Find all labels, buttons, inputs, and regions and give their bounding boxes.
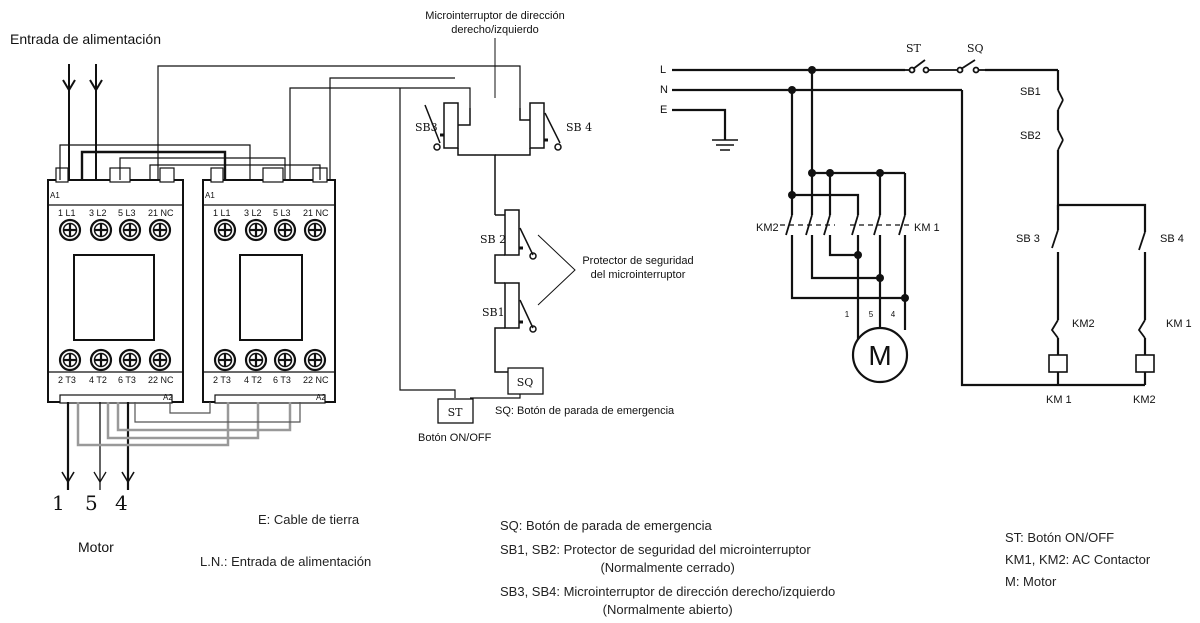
svg-text:3 L2: 3 L2 xyxy=(244,208,262,218)
svg-text:N: N xyxy=(660,84,668,96)
svg-text:2 T3: 2 T3 xyxy=(213,375,231,385)
power-input-label: Entrada de alimentación xyxy=(10,31,161,47)
motor-symbol xyxy=(851,326,909,384)
sb2-label: SB 2 xyxy=(480,233,506,246)
coils xyxy=(1048,354,1155,373)
svg-text:SB 4: SB 4 xyxy=(1160,233,1184,245)
schematic-switch-contacts xyxy=(905,59,1146,339)
svg-text:KM2: KM2 xyxy=(756,222,779,234)
svg-text:SB1: SB1 xyxy=(1020,86,1041,98)
svg-text:22 NC: 22 NC xyxy=(303,375,329,385)
sq-st-wire xyxy=(470,394,521,399)
svg-text:del microinterruptor: del microinterruptor xyxy=(591,269,686,281)
svg-text:A1: A1 xyxy=(50,191,60,200)
svg-text:derecho/izquierdo: derecho/izquierdo xyxy=(451,24,538,36)
motor-m-label: M xyxy=(868,340,891,371)
sb1-switch xyxy=(494,282,537,373)
sb3-switch xyxy=(424,102,496,195)
st-caption: Botón ON/OFF xyxy=(418,432,492,444)
legend-m: M: Motor xyxy=(1005,574,1057,589)
legend-ln: L.N.: Entrada de alimentación xyxy=(200,553,371,571)
svg-text:6 T3: 6 T3 xyxy=(118,375,136,385)
svg-text:KM 1: KM 1 xyxy=(914,222,940,234)
legend-sb34: SB3, SB4: Microinterruptor de dirección … xyxy=(500,584,836,599)
legend-sb34-sub: (Normalmente abierto) xyxy=(602,602,733,617)
svg-text:A1: A1 xyxy=(205,191,215,200)
sb3-label: SB3 xyxy=(415,121,438,134)
svg-text:5 L3: 5 L3 xyxy=(273,208,291,218)
svg-text:1: 1 xyxy=(845,310,850,319)
power-input-wires xyxy=(62,64,103,195)
svg-text:4 T2: 4 T2 xyxy=(244,375,262,385)
svg-text:ST: ST xyxy=(906,42,922,55)
svg-text:A2: A2 xyxy=(316,393,326,402)
legend-middle: SQ: Botón de parada de emergencia SB1, S… xyxy=(500,517,835,619)
svg-text:SQ: SQ xyxy=(967,42,984,55)
sb1-label: SB1 xyxy=(482,306,505,319)
contactor-top-crosswires xyxy=(59,65,521,398)
svg-text:21 NC: 21 NC xyxy=(303,208,329,218)
contactor-2-top-labels: 1 L1 3 L2 5 L3 21 NC 2 T3 4 T2 6 T3 22 N… xyxy=(205,191,329,402)
sq-box-label: SQ xyxy=(517,376,534,389)
svg-text:22 NC: 22 NC xyxy=(148,375,174,385)
svg-text:Microinterruptor de dirección: Microinterruptor de dirección xyxy=(425,10,564,22)
direction-microswitch-title: Microinterruptor de dirección derecho/iz… xyxy=(425,10,564,36)
schematic-component-labels: ST SQ SB1 SB2 SB 3 SB 4 KM2 KM 1 KM2 KM … xyxy=(756,42,1192,406)
svg-text:E: E xyxy=(660,104,667,116)
svg-text:21 NC: 21 NC xyxy=(148,208,174,218)
svg-text:4 T2: 4 T2 xyxy=(89,375,107,385)
legend-left: E: Cable de tierra xyxy=(258,511,359,529)
svg-text:1: 1 xyxy=(52,491,65,515)
svg-text:Protector de seguridad: Protector de seguridad xyxy=(582,255,693,267)
svg-text:3 L2: 3 L2 xyxy=(89,208,107,218)
svg-text:4: 4 xyxy=(891,310,896,319)
svg-text:A2: A2 xyxy=(163,393,173,402)
legend-sb12-sub: (Normalmente cerrado) xyxy=(600,560,735,575)
svg-text:5: 5 xyxy=(869,310,874,319)
st-box-label: ST xyxy=(448,406,464,419)
motor-output-wires xyxy=(61,402,301,490)
svg-text:6 T3: 6 T3 xyxy=(273,375,291,385)
svg-text:KM2: KM2 xyxy=(1072,318,1095,330)
contactor-1-top-labels: 1 L1 3 L2 5 L3 21 NC 2 T3 4 T2 6 T3 22 N… xyxy=(50,191,174,402)
svg-text:SB 3: SB 3 xyxy=(1016,233,1040,245)
legend-e: E: Cable de tierra xyxy=(258,512,360,527)
legend-km: KM1, KM2: AC Contactor xyxy=(1005,552,1151,567)
st-box xyxy=(437,398,474,424)
svg-text:KM 1: KM 1 xyxy=(1046,394,1072,406)
svg-text:KM 1: KM 1 xyxy=(1166,318,1192,330)
svg-text:2 T3: 2 T3 xyxy=(58,375,76,385)
protector-label: Protector de seguridad del microinterrup… xyxy=(582,255,693,281)
motor-label: Motor xyxy=(78,539,114,555)
sb4-label: SB 4 xyxy=(566,121,592,134)
legend-right: ST: Botón ON/OFF KM1, KM2: AC Contactor … xyxy=(1005,527,1150,593)
sb2-switch xyxy=(494,195,537,284)
svg-text:SB2: SB2 xyxy=(1020,130,1041,142)
svg-text:5: 5 xyxy=(85,491,98,515)
legend-sq: SQ: Botón de parada de emergencia xyxy=(500,518,712,533)
schematic-contactor-poles xyxy=(780,214,910,236)
legend-st: ST: Botón ON/OFF xyxy=(1005,530,1115,545)
legend-ln-line: L.N.: Entrada de alimentación xyxy=(200,554,372,569)
svg-text:4: 4 xyxy=(115,491,128,515)
legend-sb12: SB1, SB2: Protector de seguridad del mic… xyxy=(500,542,811,557)
svg-text:L: L xyxy=(660,64,666,76)
schematic-junction-dots xyxy=(788,66,909,302)
sq-box xyxy=(507,367,544,395)
svg-text:KM2: KM2 xyxy=(1133,394,1156,406)
motor-numbers: 1 5 4 xyxy=(52,491,128,515)
svg-text:5 L3: 5 L3 xyxy=(118,208,136,218)
schematic-wires xyxy=(672,68,1147,387)
sb4-switch xyxy=(495,102,562,156)
schematic-line-labels: L N E xyxy=(660,64,668,116)
motor-terminal-labels: 1 5 4 xyxy=(845,310,896,319)
svg-text:1 L1: 1 L1 xyxy=(58,208,76,218)
svg-text:1 L1: 1 L1 xyxy=(213,208,231,218)
protector-bracket xyxy=(537,234,576,306)
sq-caption: SQ: Botón de parada de emergencia xyxy=(495,405,675,417)
